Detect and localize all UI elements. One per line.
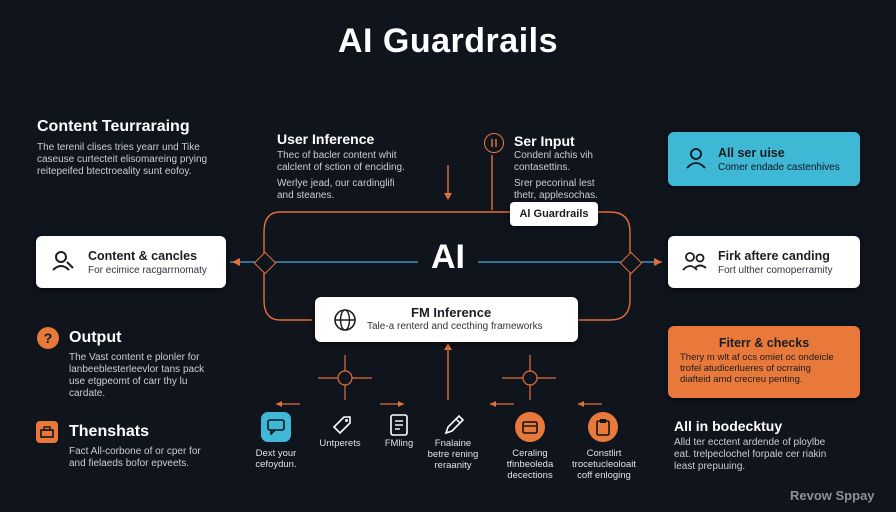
bottom-right-heading: All in bodecktuy [674,418,783,434]
tools-text: Fact All-corbone of or cper for and fiel… [69,446,201,469]
output-heading: Output [69,329,122,346]
user-inference-text2: Werlye jead, our cardinglifi and steanes… [277,178,395,201]
fm-inference-title: FM Inference [411,305,492,320]
pen-icon[interactable] [442,413,466,442]
content-heading: Content Teurraraing [37,118,190,135]
tool-label-6: Constlirt trocetucleoloait coff enloging [572,448,636,481]
ser-input-text2: Srer pecorinal lest thetr, applesochas. [514,178,598,201]
user-inference-text1: Thec of bacler content whit calclent of … [277,150,405,173]
tool-label-3: FMling [384,438,414,449]
output-text: The Vast content e plonler for lanbeeble… [69,352,205,399]
user-use-title: All ser uise [718,146,785,160]
toolbox-icon [36,421,58,443]
user-icon [684,146,708,175]
fm-inference-card[interactable]: FM Inference Tale-a renterd and cecthing… [315,297,578,342]
user-search-icon [50,248,76,279]
firk-card[interactable]: Firk aftere canding Fort ulther comoperr… [668,236,860,288]
fm-inference-subtitle: Tale-a renterd and cecthing frameworks [367,321,543,332]
globe-icon [333,308,357,337]
bottom-right-text: Alld ter ecctent ardende of ploylbe eat.… [674,437,827,472]
guardrails-tag: Al Guardrails [510,202,598,226]
group-icon [682,249,708,278]
chat-icon[interactable] [261,412,291,442]
ser-input-text1: Condenl achis vih contasettins. [514,150,593,173]
tool-label-2: Untperets [319,438,361,449]
content-cancles-title: Content & cancles [88,249,198,263]
page-title: AI Guardrails [337,22,558,60]
user-inference-heading: User Inference [277,131,375,147]
filter-checks-title: Fiterr & checks [718,336,810,350]
tools-heading: Thenshats [69,423,150,440]
calendar-icon[interactable] [515,412,545,442]
firk-subtitle: Fort ulther comoperramity [718,265,833,276]
tool-label-5: Ceraling tfinbeoleda decections [506,448,554,481]
tool-label-4: Fnalaine betre rening reraanity [427,438,479,471]
user-use-card[interactable]: All ser uise Comer endade castenhives [668,132,860,186]
tool-label-1: Dext your cefoydun. [255,448,297,470]
filter-checks-card[interactable]: Fiterr & checks Thery m wlt af ocs omiet… [668,326,860,398]
document-icon[interactable] [388,413,410,442]
clipboard-icon[interactable] [588,412,618,442]
firk-title: Firk aftere canding [718,249,830,263]
watermark: Revow Sppay [790,488,875,503]
input-icon [484,133,504,153]
tag-icon[interactable] [330,413,354,442]
question-icon: ? [37,327,59,349]
content-text: The terenil clises tries yearr und Tike … [37,142,208,177]
content-cancles-card[interactable]: Content & cancles For ecimice racgarrnom… [36,236,226,288]
user-use-subtitle: Comer endade castenhives [718,162,840,173]
ser-input-heading: Ser Input [514,133,575,149]
center-ai-label: AI [431,238,465,276]
content-cancles-subtitle: For ecimice racgarrnomaty [88,265,207,276]
guardrails-tag-label: Al Guardrails [519,208,589,220]
filter-checks-text: Thery m wlt af ocs omiet oc ondeicle tro… [680,352,834,385]
